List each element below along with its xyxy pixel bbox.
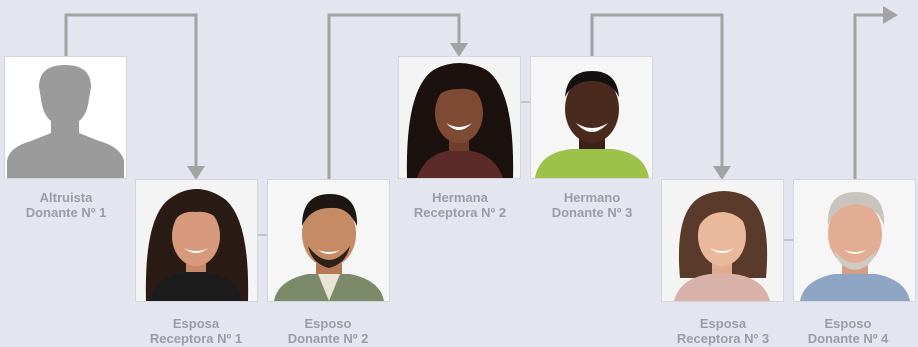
caption-husband-4: Esposo Donante Nº 4 bbox=[778, 316, 918, 346]
recipient-label: Receptora Nº 3 bbox=[676, 331, 770, 346]
photo-wife-3 bbox=[662, 180, 783, 301]
arrowhead-3 bbox=[713, 166, 731, 180]
donor-label: Donante Nº 1 bbox=[25, 205, 107, 220]
role-label: Esposa bbox=[699, 316, 747, 331]
caption-wife-3: Esposa Receptora Nº 3 bbox=[653, 316, 793, 346]
photo-wife-1 bbox=[136, 180, 257, 301]
woman-portrait-icon bbox=[662, 180, 783, 301]
donor-label: Donante Nº 2 bbox=[287, 331, 369, 346]
chain-arrow-3 bbox=[590, 13, 724, 168]
chain-arrow-2 bbox=[327, 13, 461, 180]
man-portrait-icon bbox=[531, 57, 652, 178]
anonymous-silhouette-icon bbox=[5, 57, 126, 178]
role-label: Esposo bbox=[304, 316, 352, 331]
arrowhead-4 bbox=[883, 6, 898, 24]
donor-label: Donante Nº 4 bbox=[807, 331, 889, 346]
caption-wife-1: Esposa Receptora Nº 1 bbox=[126, 316, 266, 346]
caption-sister-2: Hermana Receptora Nº 2 bbox=[390, 190, 530, 220]
caption-brother-3: Hermano Donante Nº 3 bbox=[522, 190, 662, 220]
role-label: Esposo bbox=[824, 316, 872, 331]
role-label: Altruista bbox=[39, 190, 93, 205]
recipient-label: Receptora Nº 1 bbox=[149, 331, 243, 346]
role-label: Hermana bbox=[432, 190, 488, 205]
recipient-label: Receptora Nº 2 bbox=[413, 205, 507, 220]
photo-husband-4 bbox=[794, 180, 915, 301]
man-portrait-icon bbox=[268, 180, 389, 301]
chain-arrow-4 bbox=[853, 13, 885, 180]
caption-altruist: Altruista Donante Nº 1 bbox=[0, 190, 136, 220]
role-label: Hermano bbox=[563, 190, 621, 205]
photo-husband-2 bbox=[268, 180, 389, 301]
arrowhead-1 bbox=[187, 166, 205, 180]
chain-arrow-1 bbox=[64, 13, 198, 168]
arrowhead-2 bbox=[450, 43, 468, 57]
woman-portrait-icon bbox=[136, 180, 257, 301]
man-portrait-icon bbox=[794, 180, 915, 301]
photo-sister-2 bbox=[399, 57, 520, 178]
caption-husband-2: Esposo Donante Nº 2 bbox=[258, 316, 398, 346]
donor-label: Donante Nº 3 bbox=[551, 205, 633, 220]
woman-portrait-icon bbox=[399, 57, 520, 178]
role-label: Esposa bbox=[172, 316, 220, 331]
photo-brother-3 bbox=[531, 57, 652, 178]
photo-altruist bbox=[5, 57, 126, 178]
